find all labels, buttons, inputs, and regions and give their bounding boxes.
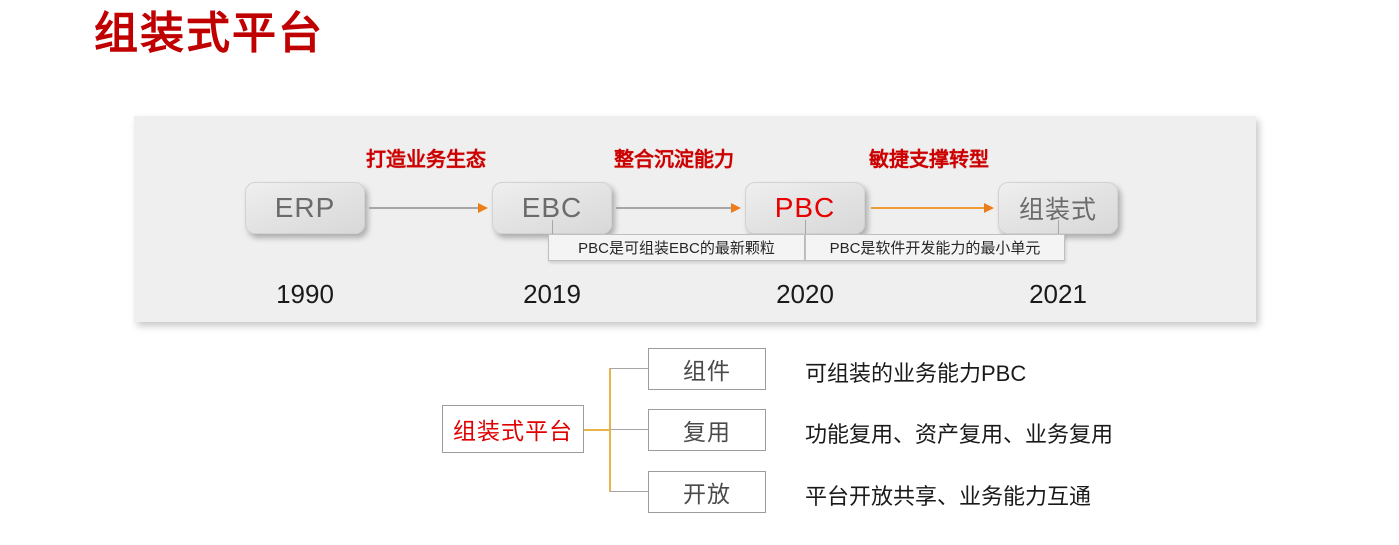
timeline-node-composable-label: 组装式 (1018, 196, 1097, 224)
tree-desc-reuse: 功能复用、资产复用、业务复用 (805, 422, 1114, 447)
arrow-head-icon (478, 203, 488, 213)
tree-branch-component[interactable]: 组件 (648, 348, 766, 390)
timeline-panel: 打造业务生态 整合沉淀能力 敏捷支撑转型 ERP EBC PBC 组装式 PBC… (134, 116, 1256, 322)
tree-spine (609, 368, 611, 492)
tree-stub-1 (610, 368, 648, 369)
arrow-shaft (369, 207, 479, 209)
year-label-1990: 1990 (276, 279, 334, 309)
caption-box-2: PBC是软件开发能力的最小单元 (805, 234, 1065, 261)
timeline-node-erp-label: ERP (274, 192, 336, 223)
tree-branch-component-label: 组件 (683, 358, 731, 384)
caption-stem-pbc (805, 220, 806, 234)
tree-branch-open-label: 开放 (683, 481, 731, 507)
tree-stub-3 (610, 491, 648, 492)
phase-label-3: 敏捷支撑转型 (869, 149, 989, 171)
tree-branch-open[interactable]: 开放 (648, 471, 766, 513)
timeline-node-ebc-label: EBC (521, 192, 583, 223)
caption-text-2: PBC是软件开发能力的最小单元 (829, 240, 1041, 257)
caption-stem-ebc (552, 220, 553, 234)
caption-box-1: PBC是可组装EBC的最新颗粒 (548, 234, 805, 261)
caption-text-1: PBC是可组装EBC的最新颗粒 (578, 240, 775, 257)
tree-stub-2 (610, 429, 648, 430)
timeline-node-erp[interactable]: ERP (245, 182, 365, 234)
arrow-erp-to-ebc (369, 201, 488, 215)
arrow-shaft (871, 207, 985, 209)
tree-root-node[interactable]: 组装式平台 (442, 405, 584, 453)
tree-desc-open: 平台开放共享、业务能力互通 (805, 484, 1092, 509)
phase-label-2: 整合沉淀能力 (614, 149, 734, 171)
tree-branch-reuse[interactable]: 复用 (648, 409, 766, 451)
tree-root-connector (584, 429, 610, 431)
arrow-head-icon (984, 203, 994, 213)
arrow-head-icon (731, 203, 741, 213)
tree-desc-component: 可组装的业务能力PBC (805, 361, 1027, 386)
tree-root-label: 组装式平台 (453, 418, 573, 444)
arrow-shaft (616, 207, 732, 209)
phase-label-1: 打造业务生态 (366, 149, 486, 171)
caption-stem-composable (1058, 220, 1059, 234)
page-title: 组装式平台 (94, 9, 324, 58)
tree-branch-reuse-label: 复用 (683, 419, 731, 445)
timeline-node-pbc-label: PBC (774, 192, 836, 223)
arrow-pbc-to-composable (871, 201, 994, 215)
arrow-ebc-to-pbc (616, 201, 741, 215)
year-label-2021: 2021 (1029, 279, 1087, 309)
tree-diagram: 组装式平台 组件 复用 开放 可组装的业务能力PBC 功能复用、资产复用、业务复… (0, 330, 1399, 545)
year-label-2019: 2019 (523, 279, 581, 309)
year-label-2020: 2020 (776, 279, 834, 309)
